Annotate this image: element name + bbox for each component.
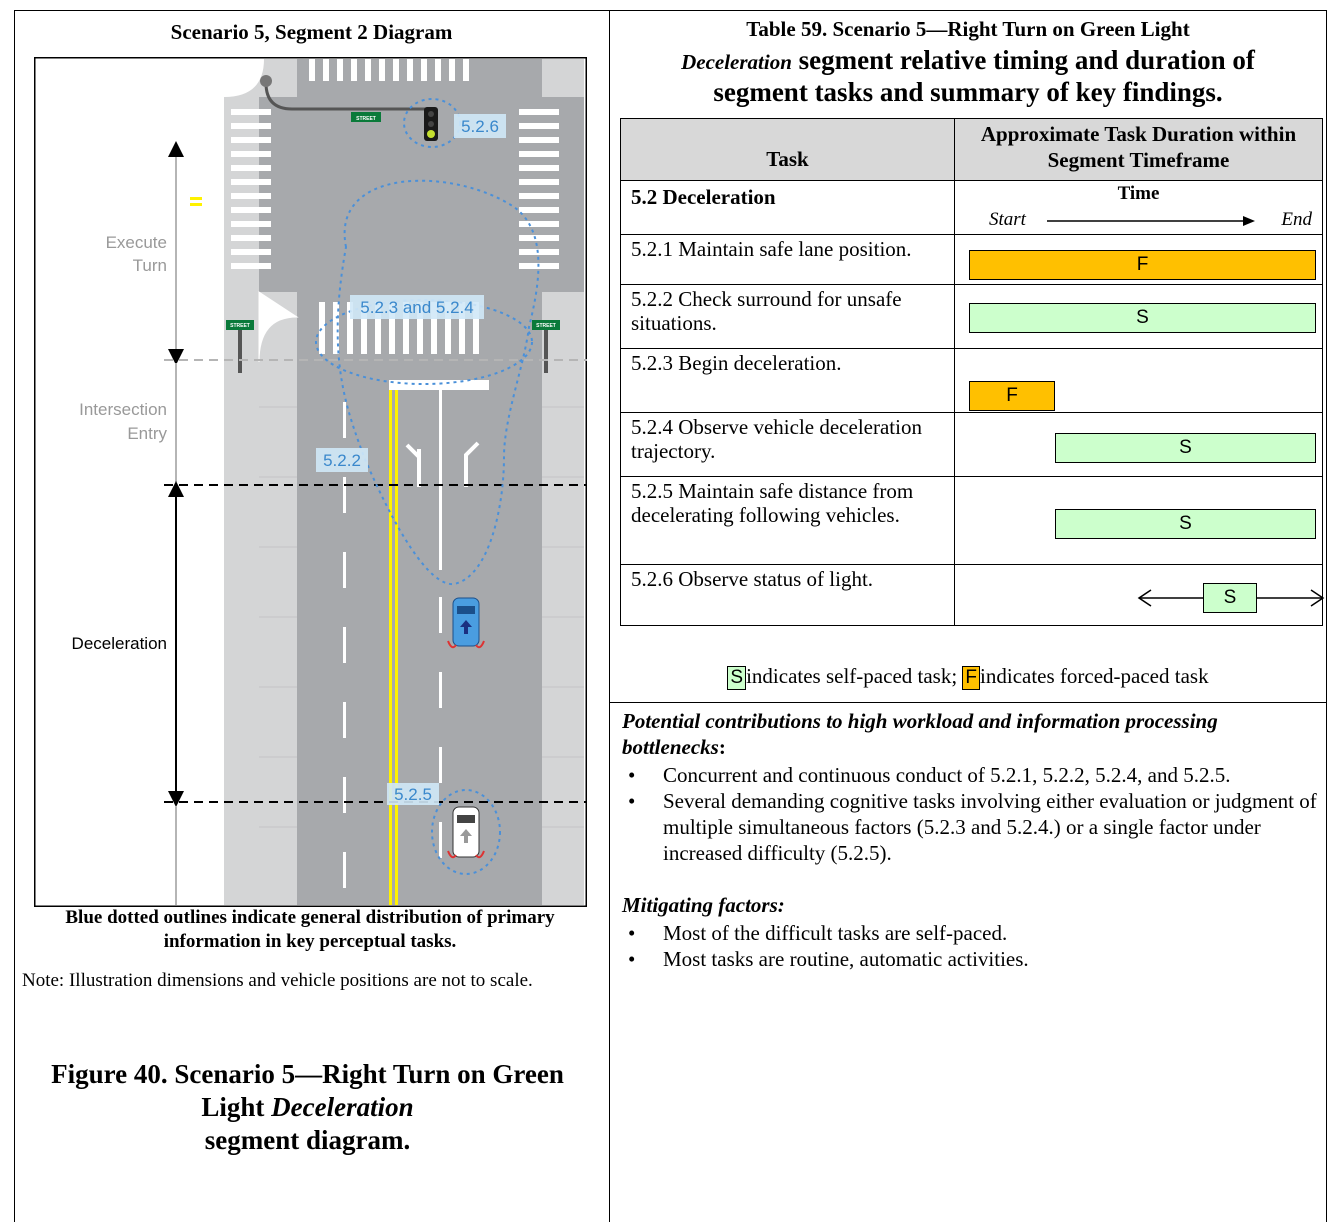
time-axis: Time Start End (955, 181, 1323, 234)
end-label: End (1281, 209, 1312, 230)
intersection-diagram: STREET STREET STREET Execute Turn Inters… (34, 57, 587, 907)
task-bar: S (1055, 433, 1316, 463)
task-label: 5.2.6 Observe status of light. (620, 565, 955, 625)
lead-car (447, 597, 485, 649)
task-label: 5.2.1 Maintain safe lane position. (620, 235, 955, 284)
list-item: Most tasks are routine, automatic activi… (622, 946, 1322, 972)
table-title: Table 59. Scenario 5—Right Turn on Green… (681, 17, 1255, 107)
crosswalk-bottom (319, 302, 479, 354)
task-row: 5.2.1 Maintain safe lane position. F (620, 234, 1323, 284)
svg-text:STREET: STREET (230, 323, 250, 329)
task-label: 5.2.2 Check surround for unsafe situatio… (620, 285, 955, 348)
svg-text:STREET: STREET (356, 116, 376, 122)
svg-text:Deceleration: Deceleration (72, 634, 167, 653)
list-item: Several demanding cognitive tasks involv… (622, 788, 1322, 866)
list-item: Most of the difficult tasks are self-pac… (622, 920, 1322, 946)
svg-text:5.2.6: 5.2.6 (461, 117, 499, 136)
section-label: 5.2 Deceleration (620, 181, 955, 234)
svg-text:Turn: Turn (133, 256, 167, 275)
lane-dashes (343, 402, 442, 888)
crosswalk-top (309, 59, 469, 81)
task-row: 5.2.3 Begin deceleration. F (620, 348, 1323, 412)
legend-divider (609, 702, 1327, 703)
task-column-header: Task (620, 119, 955, 180)
duration-column-header: Approximate Task Duration within Segment… (955, 119, 1323, 180)
stop-line (389, 380, 489, 390)
task-bar: F (969, 381, 1055, 411)
time-label: Time (1117, 183, 1160, 204)
table-header-row: Task Approximate Task Duration within Se… (620, 118, 1323, 180)
svg-text:Intersection: Intersection (79, 400, 167, 419)
task-row: 5.2.5 Maintain safe distance from decele… (620, 476, 1323, 564)
forced-paced-chip: F (962, 666, 981, 690)
bidirectional-arrow (1137, 589, 1325, 607)
self-paced-chip: S (727, 666, 747, 690)
task-bar: S (1055, 509, 1316, 539)
lane-arrows (405, 441, 480, 487)
column-divider (609, 10, 610, 1222)
workload-heading: Potential contributions to high workload… (622, 709, 1218, 759)
scale-note: Note: Illustration dimensions and vehicl… (22, 970, 533, 991)
diagram-caption: Blue dotted outlines indicate general di… (65, 907, 555, 952)
task-bar: F (969, 250, 1316, 280)
task-label: 5.2.5 Maintain safe distance from decele… (620, 477, 955, 564)
following-car (447, 806, 485, 859)
figure-title: Figure 40. Scenario 5—Right Turn on Gree… (51, 1059, 564, 1155)
time-arrow (1047, 216, 1255, 226)
task-bar: S (969, 303, 1316, 333)
svg-text:5.2.3 and 5.2.4: 5.2.3 and 5.2.4 (360, 298, 473, 317)
task-row: 5.2.6 Observe status of light. S (620, 564, 1325, 626)
crosswalk-left (231, 109, 271, 269)
workload-list: Concurrent and continuous conduct of 5.2… (622, 762, 1322, 866)
svg-text:5.2.2: 5.2.2 (323, 451, 361, 470)
task-label: 5.2.3 Begin deceleration. (620, 349, 955, 412)
key-findings: Potential contributions to high workload… (622, 708, 1322, 972)
svg-text:STREET: STREET (536, 323, 556, 329)
mitigating-heading: Mitigating factors: (622, 893, 785, 917)
list-item: Concurrent and continuous conduct of 5.2… (622, 762, 1322, 788)
section-row: 5.2 Deceleration Time Start End (620, 180, 1323, 234)
svg-text:Entry: Entry (127, 424, 167, 443)
start-label: Start (989, 209, 1026, 230)
crosswalk-right (519, 109, 559, 269)
task-bar: S (1203, 583, 1257, 613)
yellow-center-line (389, 390, 392, 905)
mitigating-list: Most of the difficult tasks are self-pac… (622, 920, 1322, 972)
diagram-title: Scenario 5, Segment 2 Diagram (170, 20, 453, 44)
task-row: 5.2.2 Check surround for unsafe situatio… (620, 284, 1323, 348)
intersection-svg: STREET STREET STREET Execute Turn Inters… (34, 57, 587, 907)
svg-text:Execute: Execute (106, 233, 167, 252)
svg-text:5.2.5: 5.2.5 (394, 785, 432, 804)
task-row: 5.2.4 Observe vehicle deceleration traje… (620, 412, 1323, 476)
task-label: 5.2.4 Observe vehicle deceleration traje… (620, 413, 955, 476)
